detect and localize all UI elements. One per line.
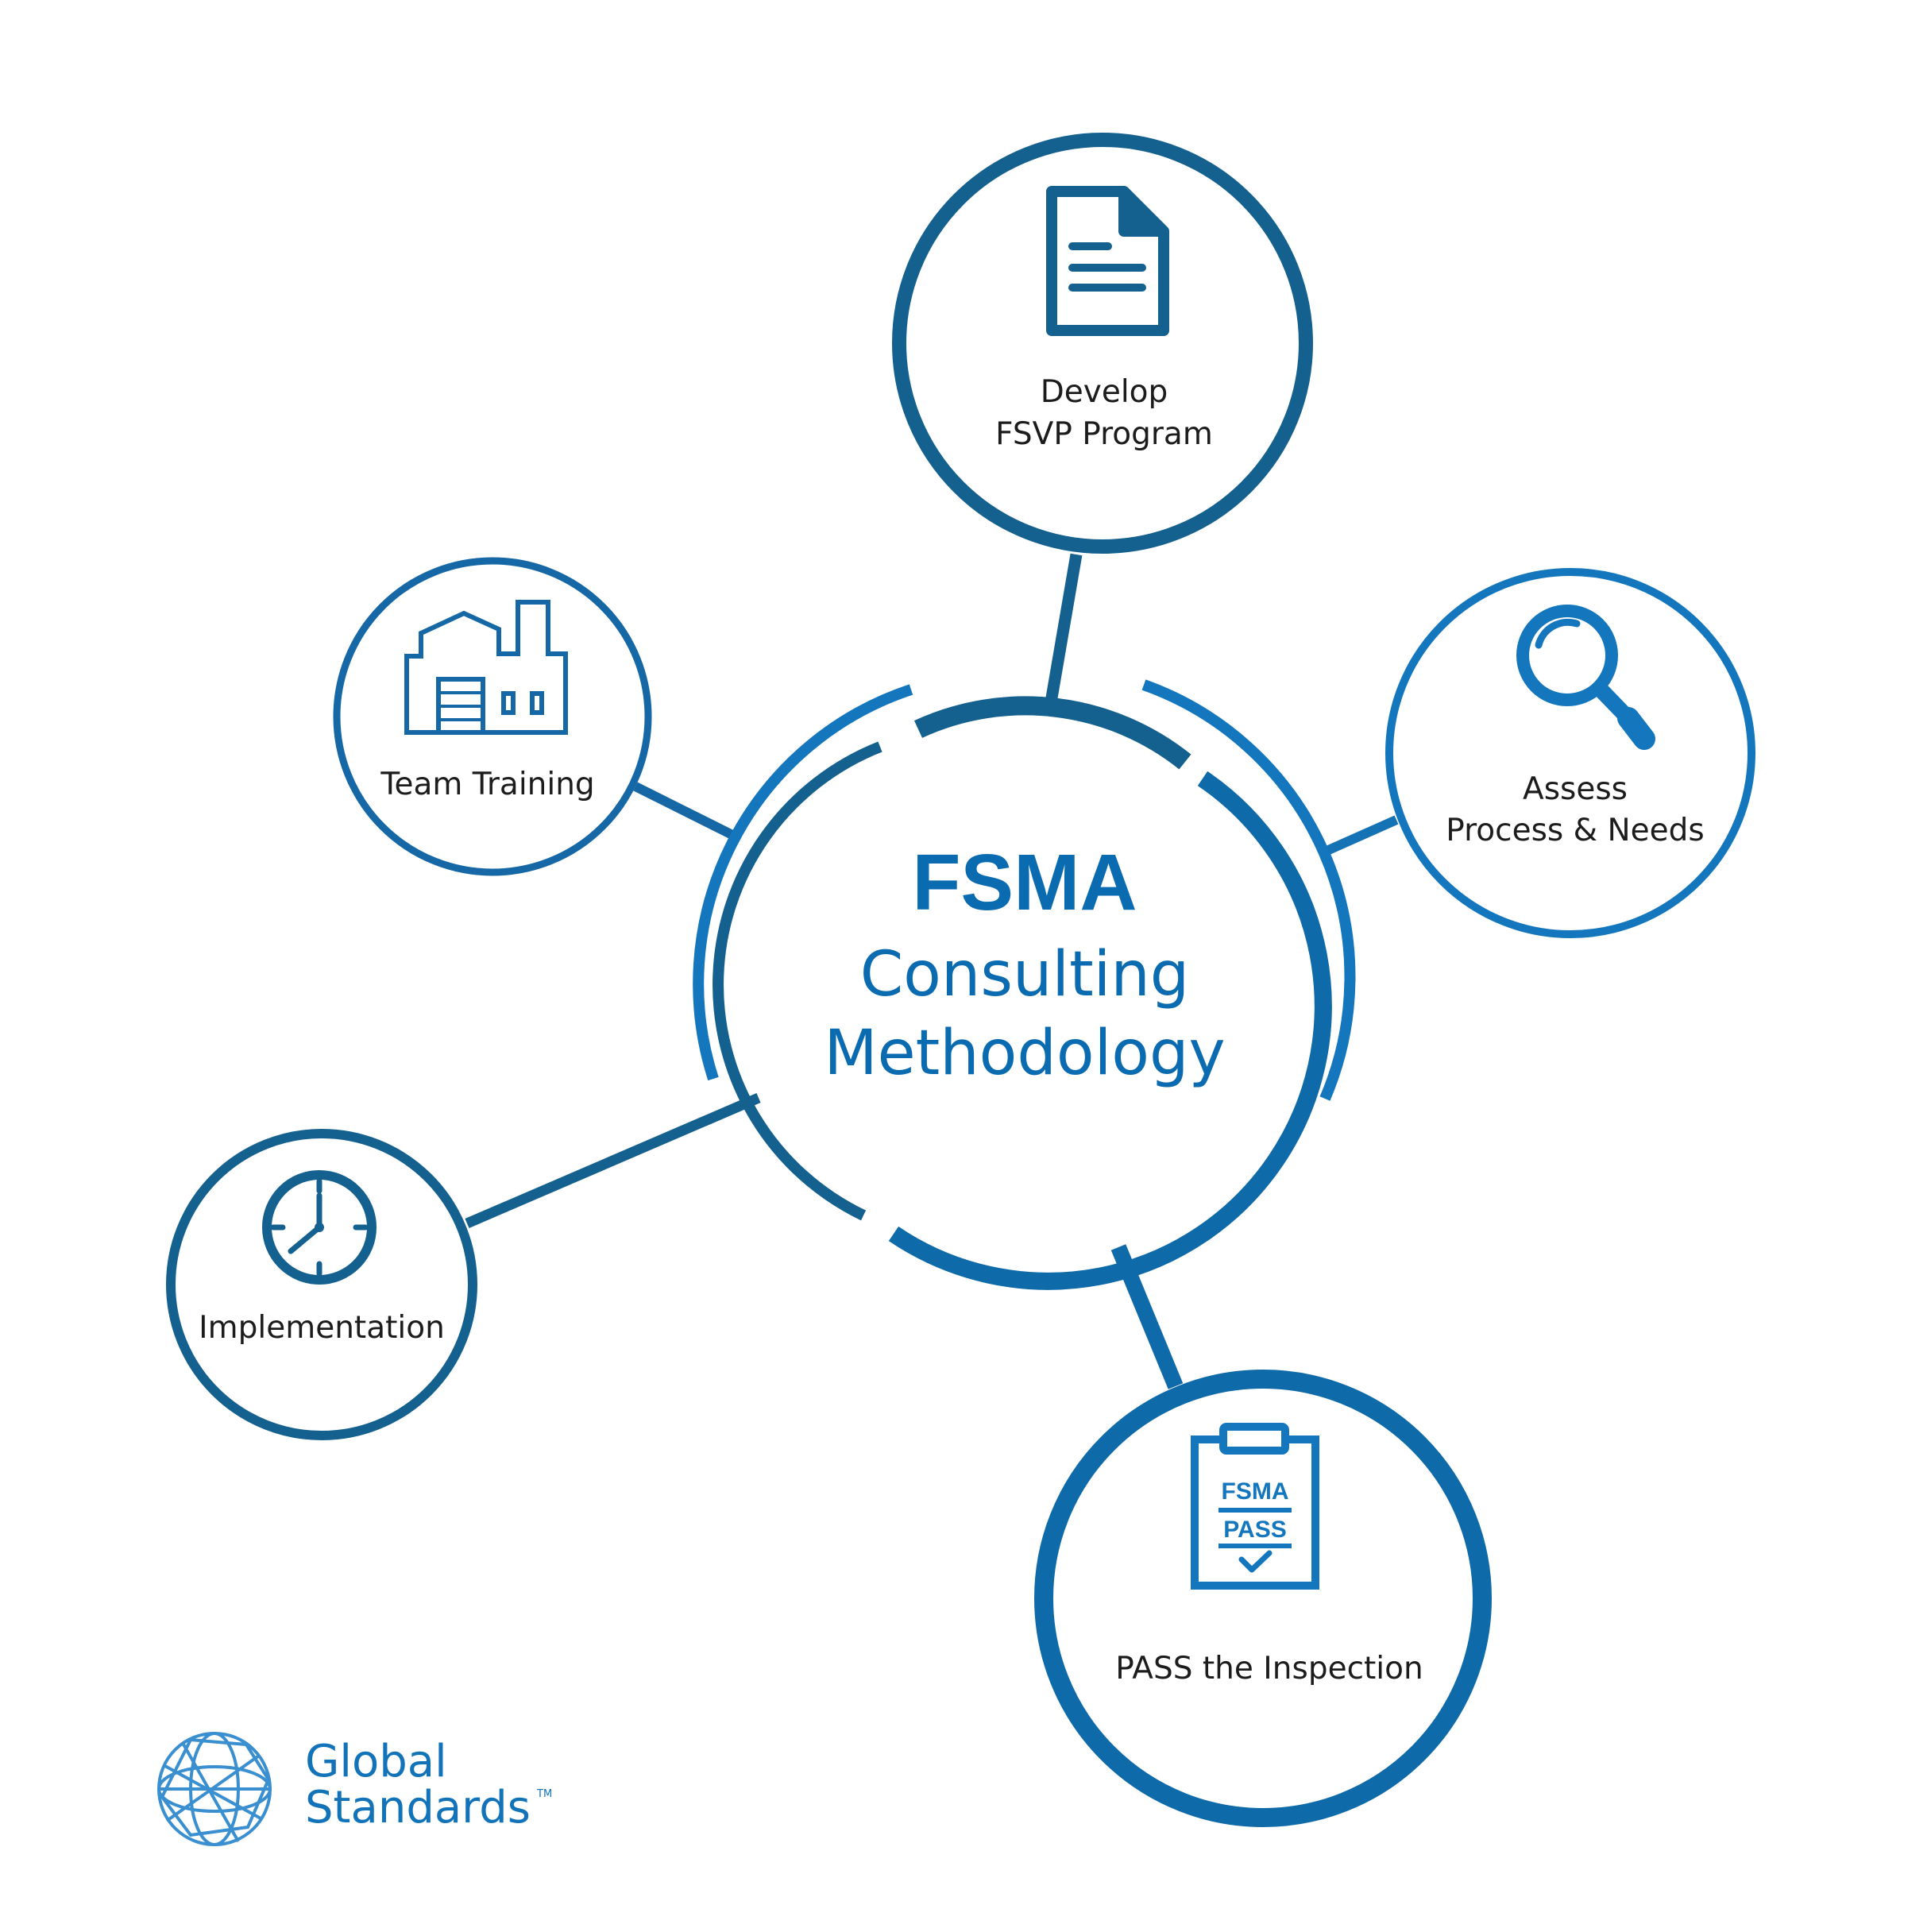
logo-trademark: TM xyxy=(536,1788,552,1800)
clipboard-pass-text: PASS xyxy=(1223,1517,1286,1543)
node-implementation-label: Implementation xyxy=(199,1310,445,1346)
center-title: FSMA xyxy=(912,838,1137,927)
connector-training xyxy=(633,782,736,840)
center-hub: FSMA Consulting Methodology xyxy=(693,679,1356,1290)
magnifier-icon xyxy=(1516,605,1655,750)
logo: Global Standards TM xyxy=(157,1732,552,1846)
node-assess: Assess Process & Needs xyxy=(1385,568,1755,938)
node-pass-label: PASS the Inspection xyxy=(1115,1651,1423,1687)
outer-ring-right-arc xyxy=(1141,679,1356,1101)
center-line-1: Consulting xyxy=(860,939,1190,1010)
connector-assess xyxy=(1323,815,1399,856)
clipboard-icon: FSMA PASS xyxy=(1191,1423,1319,1590)
node-develop: Develop FSVP Program xyxy=(892,133,1313,554)
node-pass: FSMA PASS PASS the Inspection xyxy=(1034,1370,1492,1827)
node-assess-label-1: Assess xyxy=(1523,771,1628,807)
center-line-2: Methodology xyxy=(824,1018,1225,1089)
document-icon xyxy=(1046,186,1169,336)
factory-icon xyxy=(404,600,568,735)
clipboard-fsma-text: FSMA xyxy=(1222,1478,1289,1505)
node-training-circle xyxy=(333,557,652,876)
logo-line-2: Standards xyxy=(305,1782,531,1833)
node-develop-circle xyxy=(892,133,1313,554)
node-assess-label-2: Process & Needs xyxy=(1446,813,1704,848)
node-pass-circle xyxy=(1034,1370,1492,1827)
node-training-label: Team Training xyxy=(380,767,594,802)
connector-develop xyxy=(1044,553,1083,709)
connector-implementation xyxy=(465,1093,761,1228)
node-develop-label-1: Develop xyxy=(1041,374,1168,410)
globe-icon xyxy=(157,1732,272,1846)
logo-line-1: Global xyxy=(305,1736,447,1787)
node-training: Team Training xyxy=(333,557,652,876)
node-assess-circle xyxy=(1385,568,1755,938)
clock-icon xyxy=(262,1170,377,1285)
node-implementation-circle xyxy=(166,1129,477,1440)
node-implementation: Implementation xyxy=(166,1129,477,1440)
outer-ring-left-arc xyxy=(693,684,913,1081)
inner-ring-top-arc xyxy=(913,696,1191,770)
node-develop-label-2: FSVP Program xyxy=(995,416,1213,452)
inner-ring-right-arc xyxy=(888,771,1332,1290)
inner-ring-left-arc xyxy=(713,741,882,1221)
